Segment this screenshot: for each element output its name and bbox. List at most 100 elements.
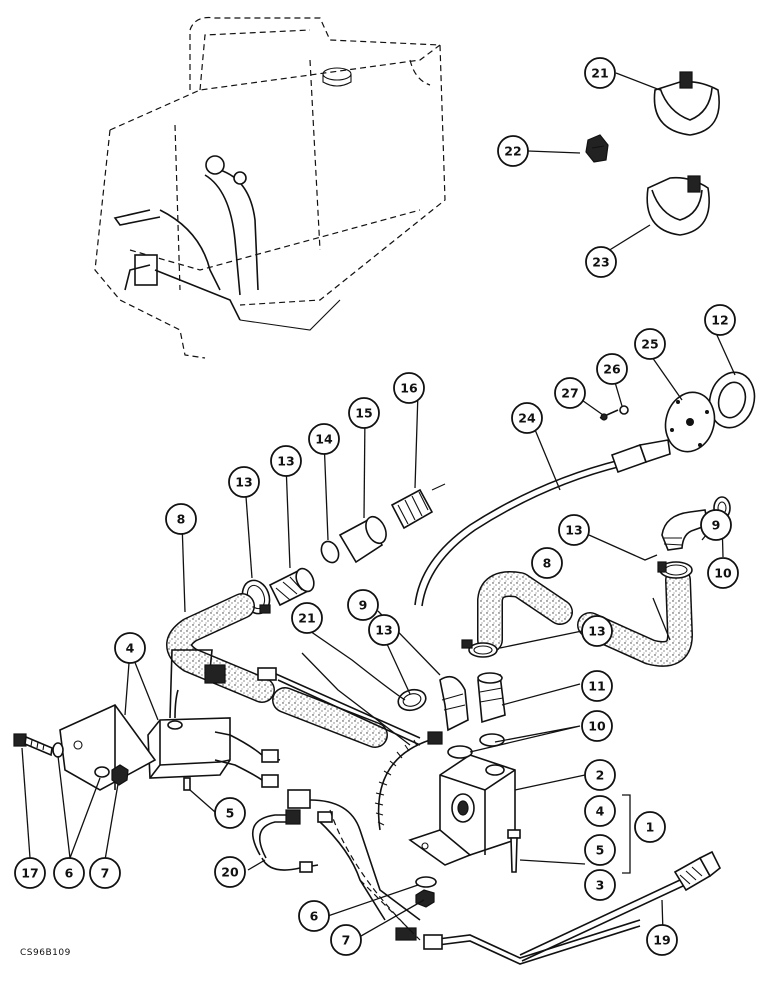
svg-text:20: 20 bbox=[221, 865, 239, 880]
callout-10-right: 10 bbox=[707, 557, 739, 589]
svg-text:3: 3 bbox=[596, 878, 605, 893]
svg-text:13: 13 bbox=[235, 475, 252, 490]
svg-text:8: 8 bbox=[543, 556, 552, 571]
svg-text:7: 7 bbox=[342, 933, 351, 948]
strap-clamp-23 bbox=[646, 175, 710, 236]
svg-text:10: 10 bbox=[588, 719, 606, 734]
callout-13-pump: 13 bbox=[581, 615, 613, 647]
nut-7-bracket bbox=[111, 764, 129, 786]
callout-13-lower: 13 bbox=[368, 614, 400, 646]
drawing-code: CS96B109 bbox=[20, 948, 71, 958]
callout-3-kit: 4 bbox=[584, 795, 616, 827]
callout-12: 12 bbox=[704, 304, 736, 336]
bolt-18 bbox=[13, 733, 53, 757]
wiring-harness bbox=[214, 667, 641, 965]
controller-module-3 bbox=[147, 649, 231, 779]
mounting-plate-25 bbox=[664, 391, 716, 453]
svg-text:17: 17 bbox=[21, 866, 38, 881]
callout-23: 23 bbox=[585, 246, 617, 278]
washer-6-lower bbox=[415, 876, 437, 888]
svg-text:10: 10 bbox=[714, 566, 732, 581]
svg-text:9: 9 bbox=[712, 518, 721, 533]
fitting-11 bbox=[477, 672, 506, 724]
svg-text:9: 9 bbox=[359, 598, 368, 613]
svg-text:6: 6 bbox=[310, 909, 319, 924]
strap-clamp-21 bbox=[653, 71, 720, 136]
callout-21-lower: 21 bbox=[291, 602, 323, 634]
hose-clamp-21 bbox=[374, 731, 443, 831]
elbow-9-left bbox=[439, 675, 469, 732]
callout-13-upper: 13 bbox=[228, 466, 260, 498]
leader-lines bbox=[21, 72, 736, 941]
svg-text:22: 22 bbox=[504, 144, 521, 159]
callout-9-left: 9 bbox=[347, 589, 379, 621]
callout-1: 1 bbox=[634, 811, 666, 843]
svg-text:8: 8 bbox=[177, 512, 186, 527]
svg-text:21: 21 bbox=[298, 611, 315, 626]
callout-4: 5 bbox=[214, 797, 246, 829]
fitting-16 bbox=[338, 515, 387, 564]
o-ring-15 bbox=[320, 540, 340, 564]
hose-clamp-13-top bbox=[461, 639, 498, 658]
svg-text:2: 2 bbox=[596, 768, 605, 783]
callout-21-top: 21 bbox=[584, 57, 616, 89]
svg-text:13: 13 bbox=[375, 623, 392, 638]
washer-6-bracket bbox=[52, 742, 110, 778]
svg-text:19: 19 bbox=[653, 933, 670, 948]
svg-text:11: 11 bbox=[588, 679, 605, 694]
fuel-hose-8-right bbox=[477, 567, 693, 667]
callout-9-right: 9 bbox=[700, 509, 732, 541]
callout-11: 11 bbox=[581, 670, 613, 702]
svg-text:5: 5 bbox=[226, 806, 235, 821]
svg-text:6: 6 bbox=[65, 866, 74, 881]
callout-17: 16 bbox=[393, 372, 425, 404]
nut-7-lower bbox=[415, 889, 435, 908]
sender-cable-24 bbox=[414, 439, 671, 607]
washer-26 bbox=[619, 405, 629, 415]
hose-clamp-13-pump bbox=[397, 688, 427, 712]
mounting-bracket-3 bbox=[59, 704, 157, 791]
callout-15: 14 bbox=[308, 423, 340, 455]
svg-text:16: 16 bbox=[400, 381, 418, 396]
svg-text:4: 4 bbox=[126, 641, 135, 656]
svg-text:14: 14 bbox=[315, 432, 333, 447]
callout-19: 19 bbox=[646, 924, 678, 956]
callout-6-bracket: 6 bbox=[53, 857, 85, 889]
strainer-17 bbox=[390, 488, 434, 530]
callout-8-left: 8 bbox=[165, 503, 197, 535]
callout-26: 26 bbox=[596, 353, 628, 385]
callout-27: 27 bbox=[554, 377, 586, 409]
callout-13-right: 13 bbox=[558, 514, 590, 546]
callout-8-right: 8 bbox=[531, 547, 563, 579]
callout-2: 2 bbox=[584, 759, 616, 791]
fuel-hose-8-middle bbox=[272, 687, 388, 748]
callout-25: 25 bbox=[634, 328, 666, 360]
callout-4-kit: 5 bbox=[584, 834, 616, 866]
svg-text:27: 27 bbox=[561, 386, 578, 401]
callout-6-lower: 6 bbox=[298, 900, 330, 932]
svg-text:24: 24 bbox=[518, 411, 536, 426]
svg-text:5: 5 bbox=[596, 843, 605, 858]
svg-text:25: 25 bbox=[641, 337, 658, 352]
svg-text:12: 12 bbox=[711, 313, 728, 328]
callout-24: 24 bbox=[511, 402, 543, 434]
fuel-tank-assembly bbox=[94, 16, 446, 359]
callout-22: 22 bbox=[497, 135, 529, 167]
svg-text:7: 7 bbox=[101, 866, 110, 881]
cap-screw-5 bbox=[507, 829, 521, 873]
harness-20 bbox=[251, 809, 319, 873]
svg-text:1: 1 bbox=[646, 820, 655, 835]
callout-3: 4 bbox=[114, 632, 146, 664]
svg-text:23: 23 bbox=[592, 255, 609, 270]
callout-14: 13 bbox=[270, 445, 302, 477]
svg-text:26: 26 bbox=[603, 362, 621, 377]
svg-text:4: 4 bbox=[596, 804, 605, 819]
callout-7-bracket: 7 bbox=[89, 857, 121, 889]
sensor-cable-19 bbox=[519, 850, 722, 962]
svg-text:15: 15 bbox=[355, 406, 372, 421]
callout-18: 17 bbox=[14, 857, 46, 889]
svg-text:13: 13 bbox=[277, 454, 294, 469]
adapter-14 bbox=[268, 567, 315, 607]
